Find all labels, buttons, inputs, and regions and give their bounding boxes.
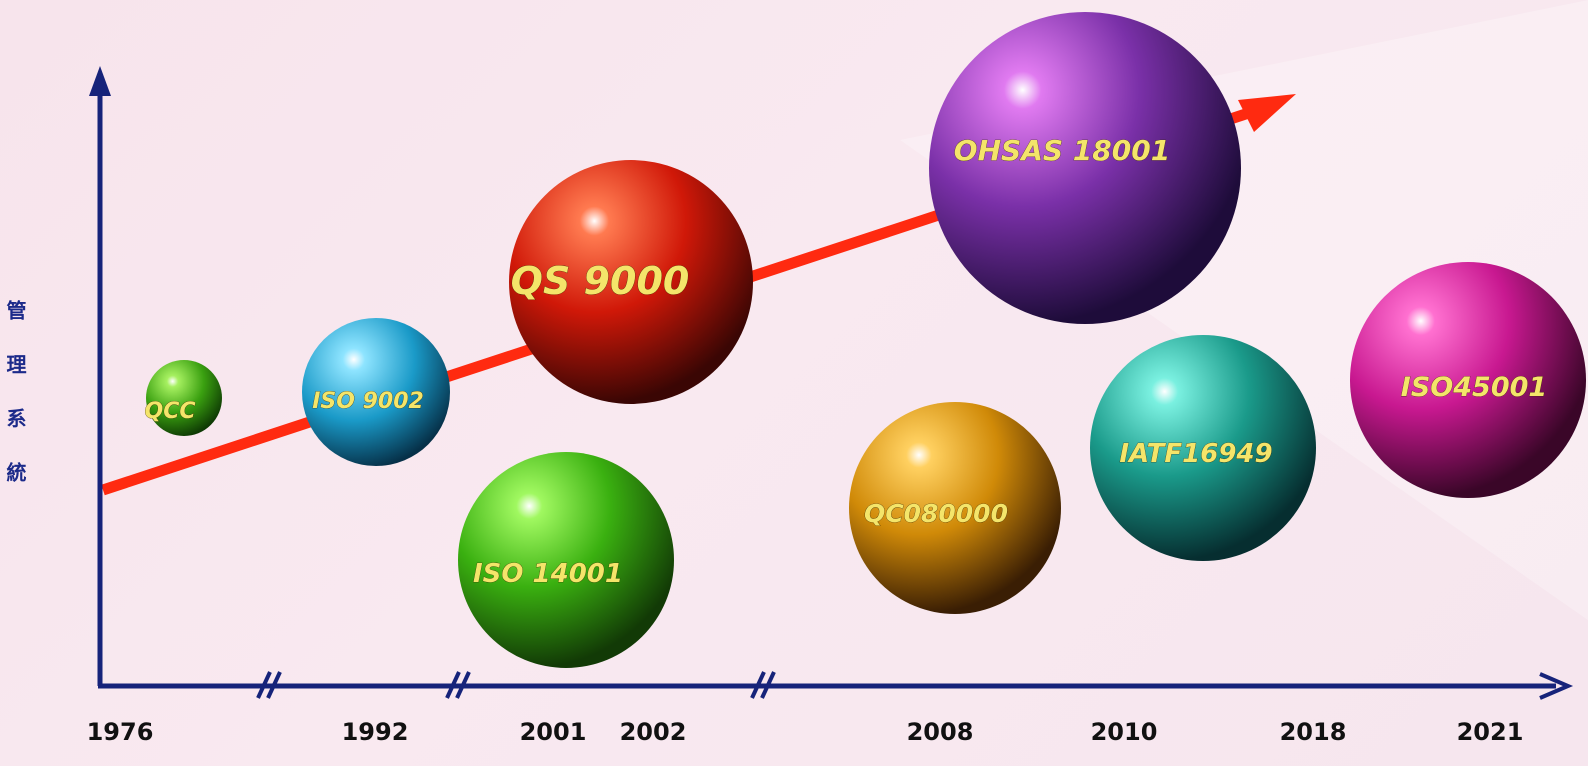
sphere-label: IATF16949 <box>1119 439 1272 469</box>
year-label: 1976 <box>86 718 154 746</box>
sphere-qs-9000: QS 9000 <box>509 160 753 404</box>
year-label: 2008 <box>906 718 974 746</box>
year-label: 2018 <box>1279 718 1347 746</box>
sphere-label: OHSAS 18001 <box>954 134 1170 167</box>
sphere-ohsas-18001: OHSAS 18001 <box>929 12 1241 324</box>
x-axis <box>98 672 1574 700</box>
sphere-iso-14001: ISO 14001 <box>458 452 674 668</box>
sphere-qc080000: QC080000 <box>849 402 1061 614</box>
sphere-label: QS 9000 <box>511 259 690 303</box>
sphere-qcc: QCC <box>144 360 222 436</box>
axis-break-marks <box>256 671 776 699</box>
sphere-label: ISO 9002 <box>312 389 424 414</box>
year-label: 2021 <box>1456 718 1524 746</box>
year-label: 1992 <box>341 718 409 746</box>
sphere-label: ISO45001 <box>1401 372 1547 403</box>
y-axis-label: 管理系統 <box>3 300 27 516</box>
sphere-iatf16949: IATF16949 <box>1090 335 1316 561</box>
year-label: 2001 <box>519 718 587 746</box>
y-axis <box>89 66 111 686</box>
year-label: 2010 <box>1090 718 1158 746</box>
sphere-label: QC080000 <box>864 499 1008 528</box>
sphere-iso-9002: ISO 9002 <box>302 318 450 466</box>
sphere-label: QCC <box>145 399 196 424</box>
year-label: 2002 <box>619 718 687 746</box>
sphere-label: ISO 14001 <box>473 559 623 589</box>
sphere-iso45001: ISO45001 <box>1350 262 1586 498</box>
